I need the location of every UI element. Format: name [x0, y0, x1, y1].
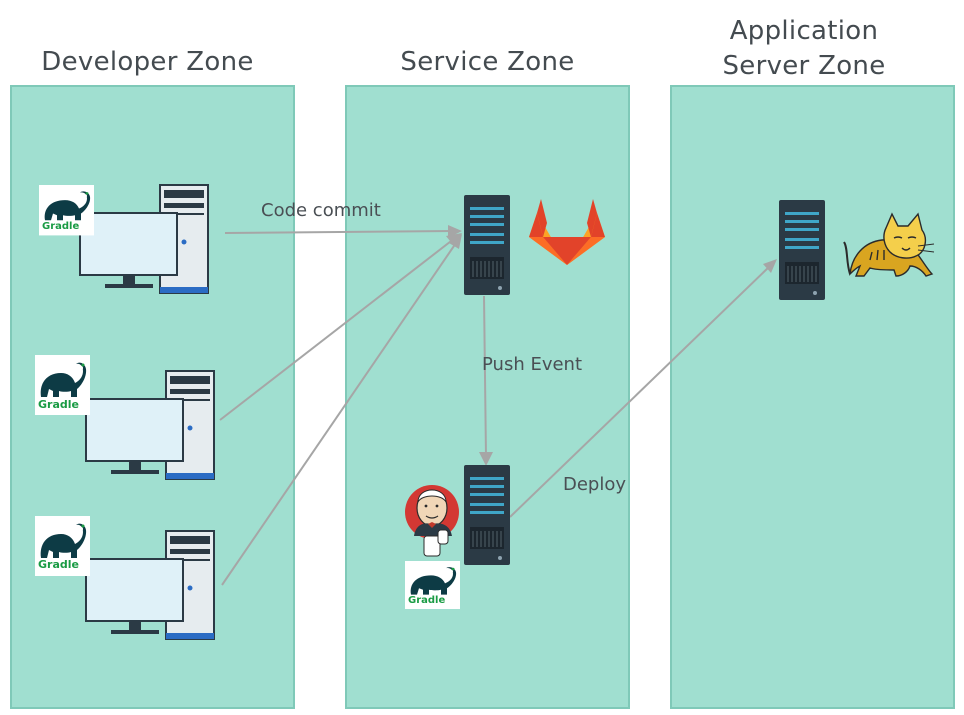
desktop-computer-icon [79, 184, 209, 294]
arrow-dev3-to-gitlab [221, 242, 457, 586]
arrowheads [446, 225, 777, 466]
jenkins-icon [405, 485, 459, 557]
arrowhead-dev2 [446, 233, 462, 246]
gradle-label: Gradle [408, 595, 445, 606]
service-zone [345, 85, 630, 709]
developer-zone-title: Developer Zone [41, 47, 254, 77]
arrow-deploy [509, 264, 772, 518]
server-icon [463, 464, 511, 566]
desktop-computer-icon [85, 530, 215, 640]
arrowhead-dev3 [449, 234, 462, 249]
edge-label-code-commit: Code commit [261, 200, 381, 221]
tomcat-icon [843, 212, 935, 277]
gradle-label: Gradle [38, 558, 79, 571]
service-zone-title: Service Zone [400, 47, 575, 77]
server-icon [778, 199, 826, 301]
arrowhead-deploy [763, 259, 777, 273]
arrow-code-commit [224, 230, 454, 234]
arrow-push-event [483, 295, 487, 458]
arrowhead-code-commit [448, 225, 462, 238]
arrowhead-push-event [479, 452, 493, 466]
gradle-label: Gradle [42, 221, 79, 232]
gitlab-icon [529, 199, 605, 265]
gradle-label: Gradle [38, 398, 79, 411]
arrow-dev2-to-gitlab [219, 237, 456, 421]
edge-label-push-event: Push Event [482, 354, 583, 375]
app-server-zone-title-line2: Server Zone [722, 51, 886, 81]
server-icon [463, 194, 511, 296]
edge-label-deploy: Deploy [563, 474, 627, 495]
arrows [219, 230, 772, 586]
app-server-zone-title-line1: Application [729, 16, 879, 46]
desktop-computer-icon [85, 370, 215, 480]
app-server-zone [670, 85, 955, 709]
